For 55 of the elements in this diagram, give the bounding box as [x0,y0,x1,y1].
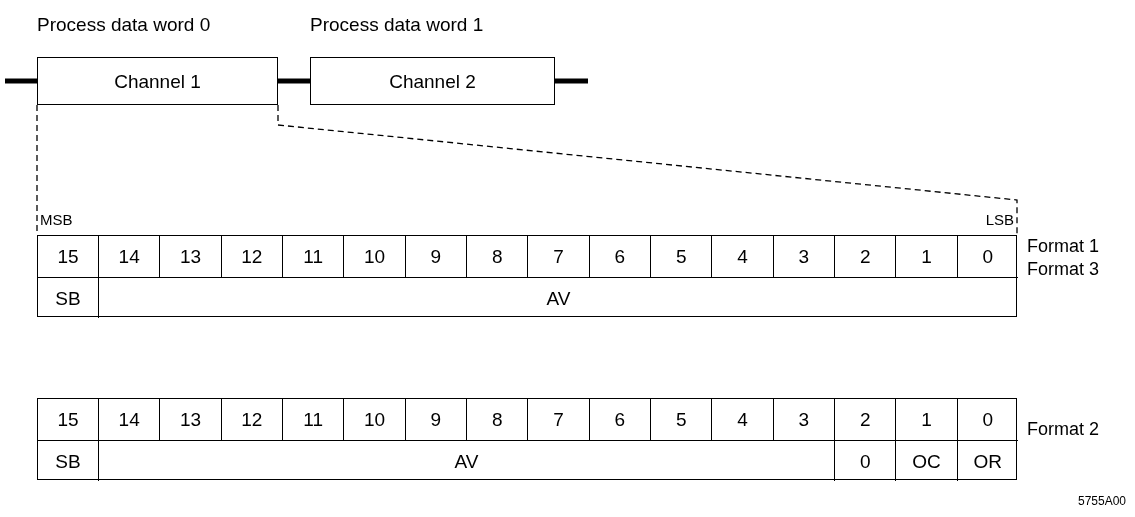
field-label: OC [912,451,941,471]
dashed-line [277,104,1018,236]
field-label: OR [973,451,1003,471]
bit-number: 11 [303,410,324,429]
bit-number: 13 [179,410,202,429]
lsb-label: LSB [985,212,1014,227]
bit-number: 7 [553,247,564,266]
bit-number: 10 [363,410,386,429]
channel-heading: Process data word 1 [310,15,484,34]
channel-label: Channel 2 [389,71,476,91]
bit-number: 12 [241,247,263,266]
bit-number: 8 [491,410,503,429]
bit-number: 2 [859,410,871,429]
register-table [37,398,1017,480]
bit-number: 1 [921,410,932,429]
bit-number: 7 [553,410,564,429]
bus-line [278,78,310,84]
bit-number: 14 [118,247,140,266]
channel-heading: Process data word 0 [37,15,211,34]
figure-id: 5755A00 [1078,495,1127,507]
channel-label: Channel 1 [114,71,201,91]
bit-number: 5 [675,410,687,429]
bit-number: 14 [118,410,140,429]
field-label: AV [454,451,479,471]
bit-number: 12 [241,410,263,429]
bus-line [555,78,588,84]
bit-number: 5 [675,247,687,266]
bit-number: 0 [982,410,994,429]
bit-number: 3 [798,410,810,429]
bit-number: 6 [614,247,626,266]
bus-line [5,78,37,84]
format-label: Format 3 [1027,260,1100,278]
format-label: Format 1 [1027,237,1100,255]
field-label: AV [546,288,571,308]
field-label: SB [55,451,81,471]
field-label: 0 [859,451,871,471]
bit-number: 9 [430,247,442,266]
bit-number: 2 [859,247,871,266]
bit-number: 8 [491,247,503,266]
bit-number: 10 [363,247,386,266]
bit-number: 9 [430,410,442,429]
bit-number: 11 [303,247,324,266]
bit-number: 3 [798,247,810,266]
bit-number: 15 [57,410,79,429]
bit-number: 4 [737,410,748,429]
bit-number: 0 [982,247,994,266]
register-table [37,235,1017,317]
bit-number: 15 [57,247,79,266]
msb-label: MSB [40,212,73,227]
bit-number: 6 [614,410,626,429]
bit-number: 1 [921,247,932,266]
format-label: Format 2 [1027,420,1100,438]
field-label: SB [55,288,81,308]
bit-number: 4 [737,247,748,266]
bit-number: 13 [179,247,202,266]
